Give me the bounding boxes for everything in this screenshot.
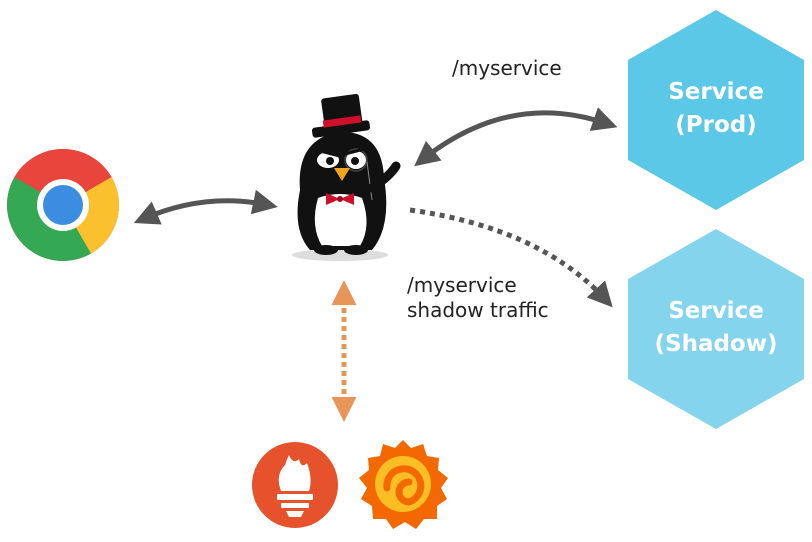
prod-traffic-arrow [414, 107, 618, 167]
chrome-browser-icon [6, 148, 120, 262]
service-shadow-env: (Shadow) [654, 331, 778, 357]
browser-proxy-arrow [133, 189, 278, 225]
shadow-route-label: /myservice shadow traffic [407, 273, 549, 323]
service-prod-hexagon [628, 10, 804, 210]
prometheus-icon [252, 442, 338, 528]
shadow-route-path: /myservice [407, 273, 517, 297]
service-shadow-label: Service (Shadow) [628, 295, 804, 361]
penguin-mascot-icon [292, 93, 401, 261]
grafana-icon [359, 440, 448, 529]
service-prod-label: Service (Prod) [628, 76, 804, 142]
service-shadow-name: Service [668, 298, 764, 324]
shadow-traffic-text: shadow traffic [407, 298, 549, 322]
shadow-traffic-arrow [409, 207, 613, 308]
service-shadow-hexagon [628, 229, 804, 429]
prod-route-label: /myservice [452, 56, 562, 80]
service-prod-env: (Prod) [675, 112, 757, 138]
service-prod-name: Service [668, 79, 764, 105]
